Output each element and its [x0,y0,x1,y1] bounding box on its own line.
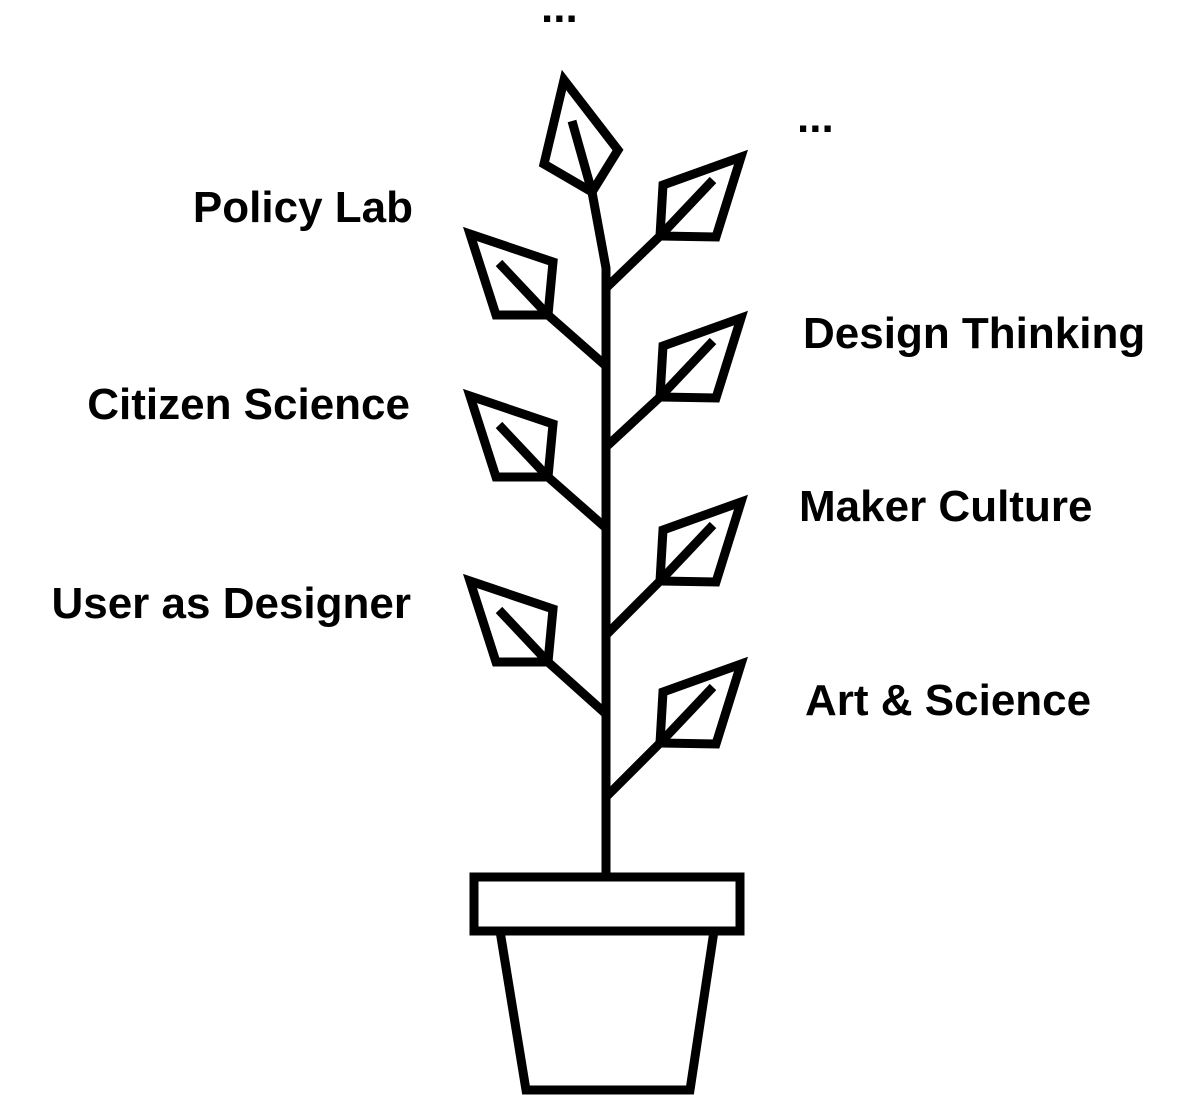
top-right-ellipsis-label: ... [797,93,834,142]
leaf-right-2 [602,310,748,451]
leaf-right-1 [602,149,748,292]
top-ellipsis-label: ... [541,0,578,32]
art-and-science-label: Art & Science [805,676,1092,725]
leaf-left-2 [462,388,609,532]
leaf-left-1 [462,226,609,370]
leaf-left-3 [462,573,610,718]
top-bud [538,69,624,199]
maker-culture-label: Maker Culture [799,482,1093,531]
leaf-right-3 [602,494,748,639]
pot-rim [469,872,745,936]
pot-body [494,926,720,1095]
design-thinking-label: Design Thinking [803,309,1146,358]
user-as-designer-label: User as Designer [51,579,411,628]
citizen-science-label: Citizen Science [87,380,410,429]
plant-stem [587,191,611,873]
leaf-right-4 [602,656,748,801]
policy-lab-label: Policy Lab [192,183,413,232]
